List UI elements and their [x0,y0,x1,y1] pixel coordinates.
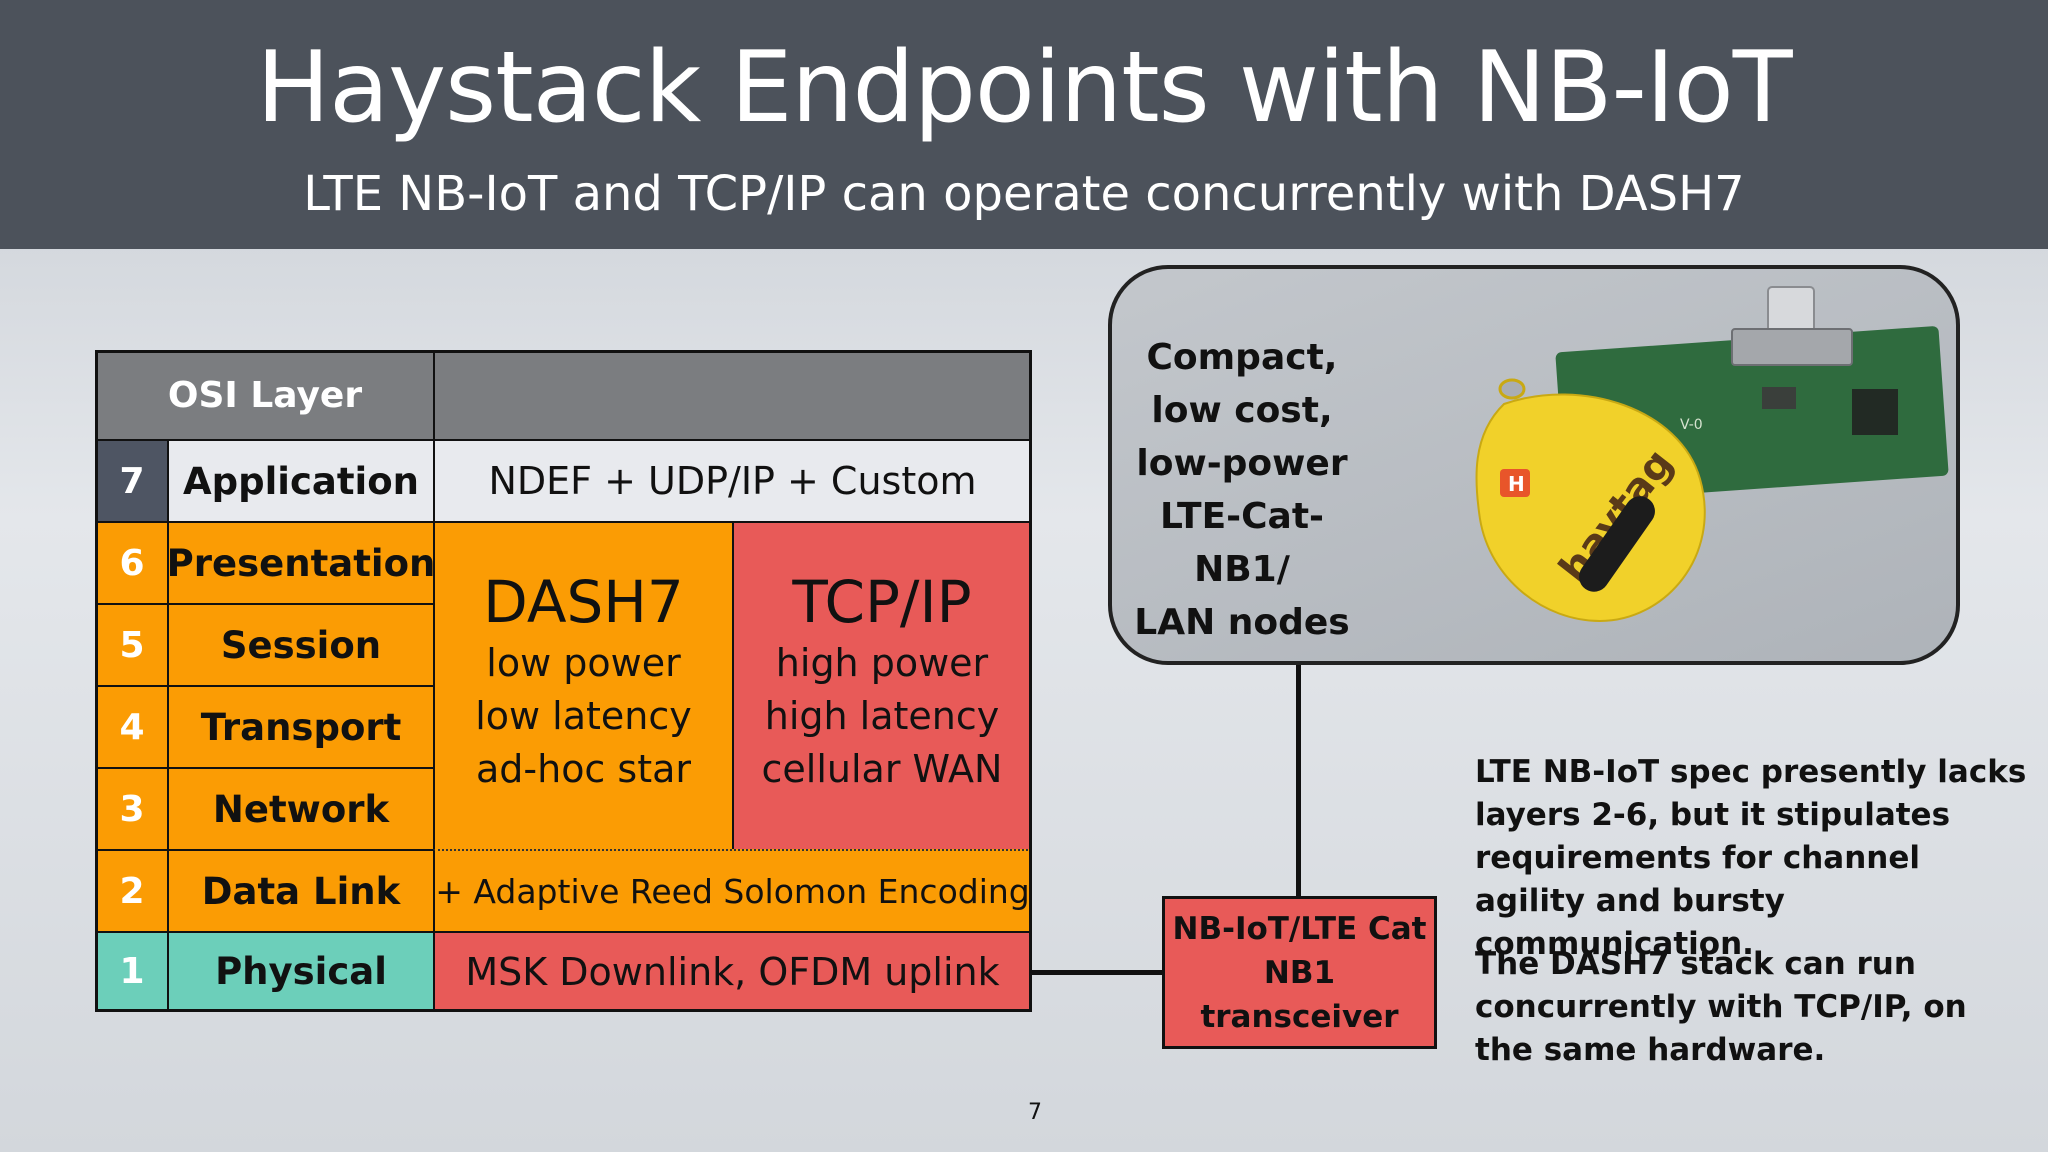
tcpip-line: high power [775,641,989,685]
layer-number-text: 6 [119,542,145,584]
dash7-line: ad-hoc star [475,747,692,791]
layer-number-text: 7 [119,460,145,502]
tag-slot [1579,496,1655,592]
layer-name-text: Presentation [166,541,436,585]
page-number: 7 [1028,1100,1042,1125]
layer-number-7: 7 [95,439,169,523]
board-marking: V-0 [1680,417,1703,433]
dash7-line: low latency [475,694,692,738]
layer-number-text: 1 [119,951,145,992]
layer-name-transport: Transport [167,685,435,769]
layer-number-4: 4 [95,685,169,769]
physical-connector-line [1032,970,1162,975]
layer-number-1: 1 [95,931,169,1012]
layer-name-network: Network [167,767,435,851]
dash7-line: low power [486,641,681,685]
tcpip-line: high latency [764,694,1000,738]
layer-name-text: Application [182,459,419,503]
osi-header-cell: OSI Layer [95,350,435,441]
layer-number-5: 5 [95,603,169,687]
tag-logo: H [1508,472,1525,496]
device-card: Compact, low cost, low-power LTE-Cat-NB1… [1108,265,1960,665]
transceiver-line: NB1 transceiver [1200,954,1399,1035]
connector-base [1731,328,1853,366]
note-nbiot-spec: LTE NB-IoT spec presently lacks layers 2… [1475,754,2027,962]
transceiver-box: NB-IoT/LTE Cat NB1 transceiver [1162,896,1437,1049]
layer-name-text: Data Link [201,869,401,913]
tag-body [1475,393,1706,623]
layer-name-data-link: Data Link [167,849,435,933]
device-card-line: low-power [1136,443,1348,484]
layer-name-presentation: Presentation [167,521,435,605]
layer-number-text: 3 [119,788,145,830]
tcpip-line: cellular WAN [761,747,1003,791]
layer-number-2: 2 [95,849,169,933]
application-protocols-text: NDEF + UDP/IP + Custom [488,459,977,503]
layer-number-6: 6 [95,521,169,605]
device-card-line: low cost, [1151,390,1333,431]
haytag-device-photo: V-0 H haytag [1475,286,1949,623]
device-card-line: Compact, [1146,337,1338,378]
slide-subtitle: LTE NB-IoT and TCP/IP can operate concur… [303,166,1745,222]
tcpip-block: TCP/IP high power high latency cellular … [732,521,1032,851]
layer-name-text: Transport [200,705,402,749]
data-link-note: + Adaptive Reed Solomon Encoding [433,849,1032,933]
board-chip [1852,389,1898,435]
physical-note: MSK Downlink, OFDM uplink [433,931,1032,1012]
layer-number-text: 2 [119,870,145,912]
slide-header: Haystack Endpoints with NB-IoT LTE NB-Io… [0,0,2048,249]
board-chip [1762,387,1796,409]
osi-header-label: OSI Layer [167,375,363,416]
layer-number-3: 3 [95,767,169,851]
layer-name-text: Session [220,623,382,667]
data-link-note-text: + Adaptive Reed Solomon Encoding [435,871,1030,911]
device-card-text: Compact, low cost, low-power LTE-Cat-NB1… [1132,331,1352,649]
dash7-block: DASH7 low power low latency ad-hoc star [433,521,734,851]
tag-keyring-hole [1498,378,1526,400]
layer-name-physical: Physical [167,931,435,1012]
tcpip-title: TCP/IP [792,568,972,636]
layer-name-text: Network [212,787,390,831]
transceiver-line: NB-IoT/LTE Cat [1172,910,1427,947]
layer-name-session: Session [167,603,435,687]
dash7-title: DASH7 [483,568,684,636]
device-card-line: LAN nodes [1134,602,1350,643]
tag-logo-square [1500,469,1530,497]
layer-number-text: 5 [119,624,145,666]
application-protocols: NDEF + UDP/IP + Custom [433,439,1032,523]
slide-title: Haystack Endpoints with NB-IoT [256,31,1792,145]
layer-name-text: Physical [215,950,387,993]
device-card-line: LTE-Cat-NB1/ [1160,496,1324,590]
layer-number-text: 4 [119,706,145,748]
note-dash7-concurrent: The DASH7 stack can run concurrently wit… [1475,946,1967,1068]
osi-header-blank [433,350,1032,441]
card-connector-line [1296,665,1301,896]
layer-name-application: Application [167,439,435,523]
physical-note-text: MSK Downlink, OFDM uplink [465,949,1000,994]
